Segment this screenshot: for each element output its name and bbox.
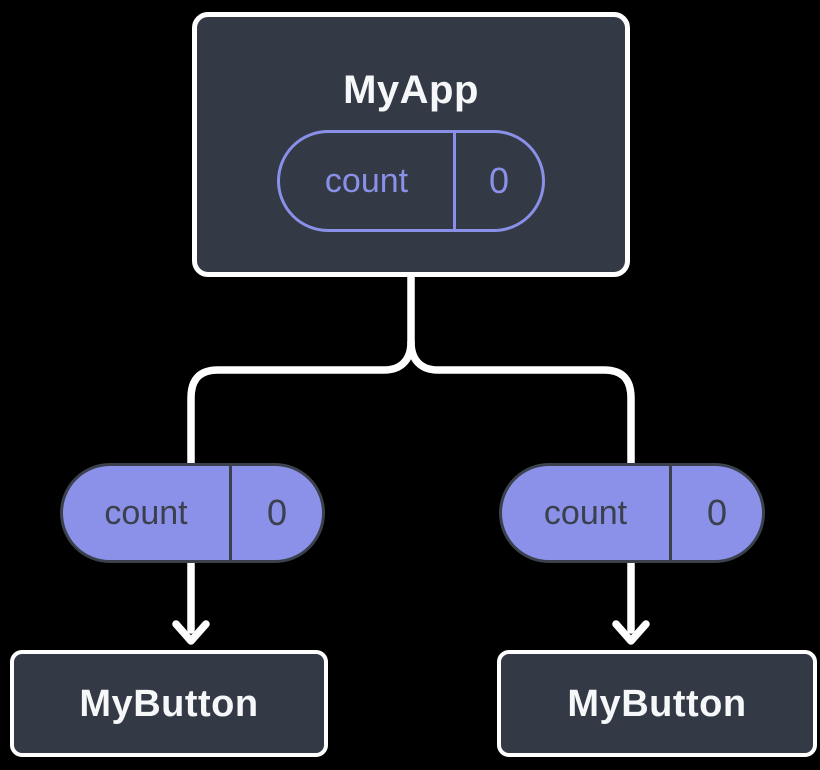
prop-value-left: 0	[229, 466, 322, 560]
branch-left	[187, 338, 415, 634]
state-name: count	[324, 161, 409, 200]
mybutton-title-left: MyButton	[79, 682, 259, 725]
prop-pill-right: count 0	[499, 463, 765, 563]
prop-name-right: count	[543, 493, 628, 532]
myapp-title: MyApp	[343, 68, 479, 112]
state-pill: count 0	[277, 130, 545, 232]
prop-name-left: count	[104, 493, 188, 532]
arrowhead-right	[612, 620, 650, 645]
mybutton-title-right: MyButton	[567, 682, 747, 725]
state-value: 0	[453, 133, 542, 229]
prop-value-right: 0	[669, 466, 762, 560]
mybutton-node-left: MyButton	[10, 650, 328, 757]
prop-pill-left: count 0	[60, 463, 325, 563]
mybutton-node-right: MyButton	[497, 650, 817, 757]
branch-right	[407, 338, 635, 634]
arrowhead-left	[172, 620, 210, 645]
myapp-node: MyApp count 0	[192, 12, 630, 277]
